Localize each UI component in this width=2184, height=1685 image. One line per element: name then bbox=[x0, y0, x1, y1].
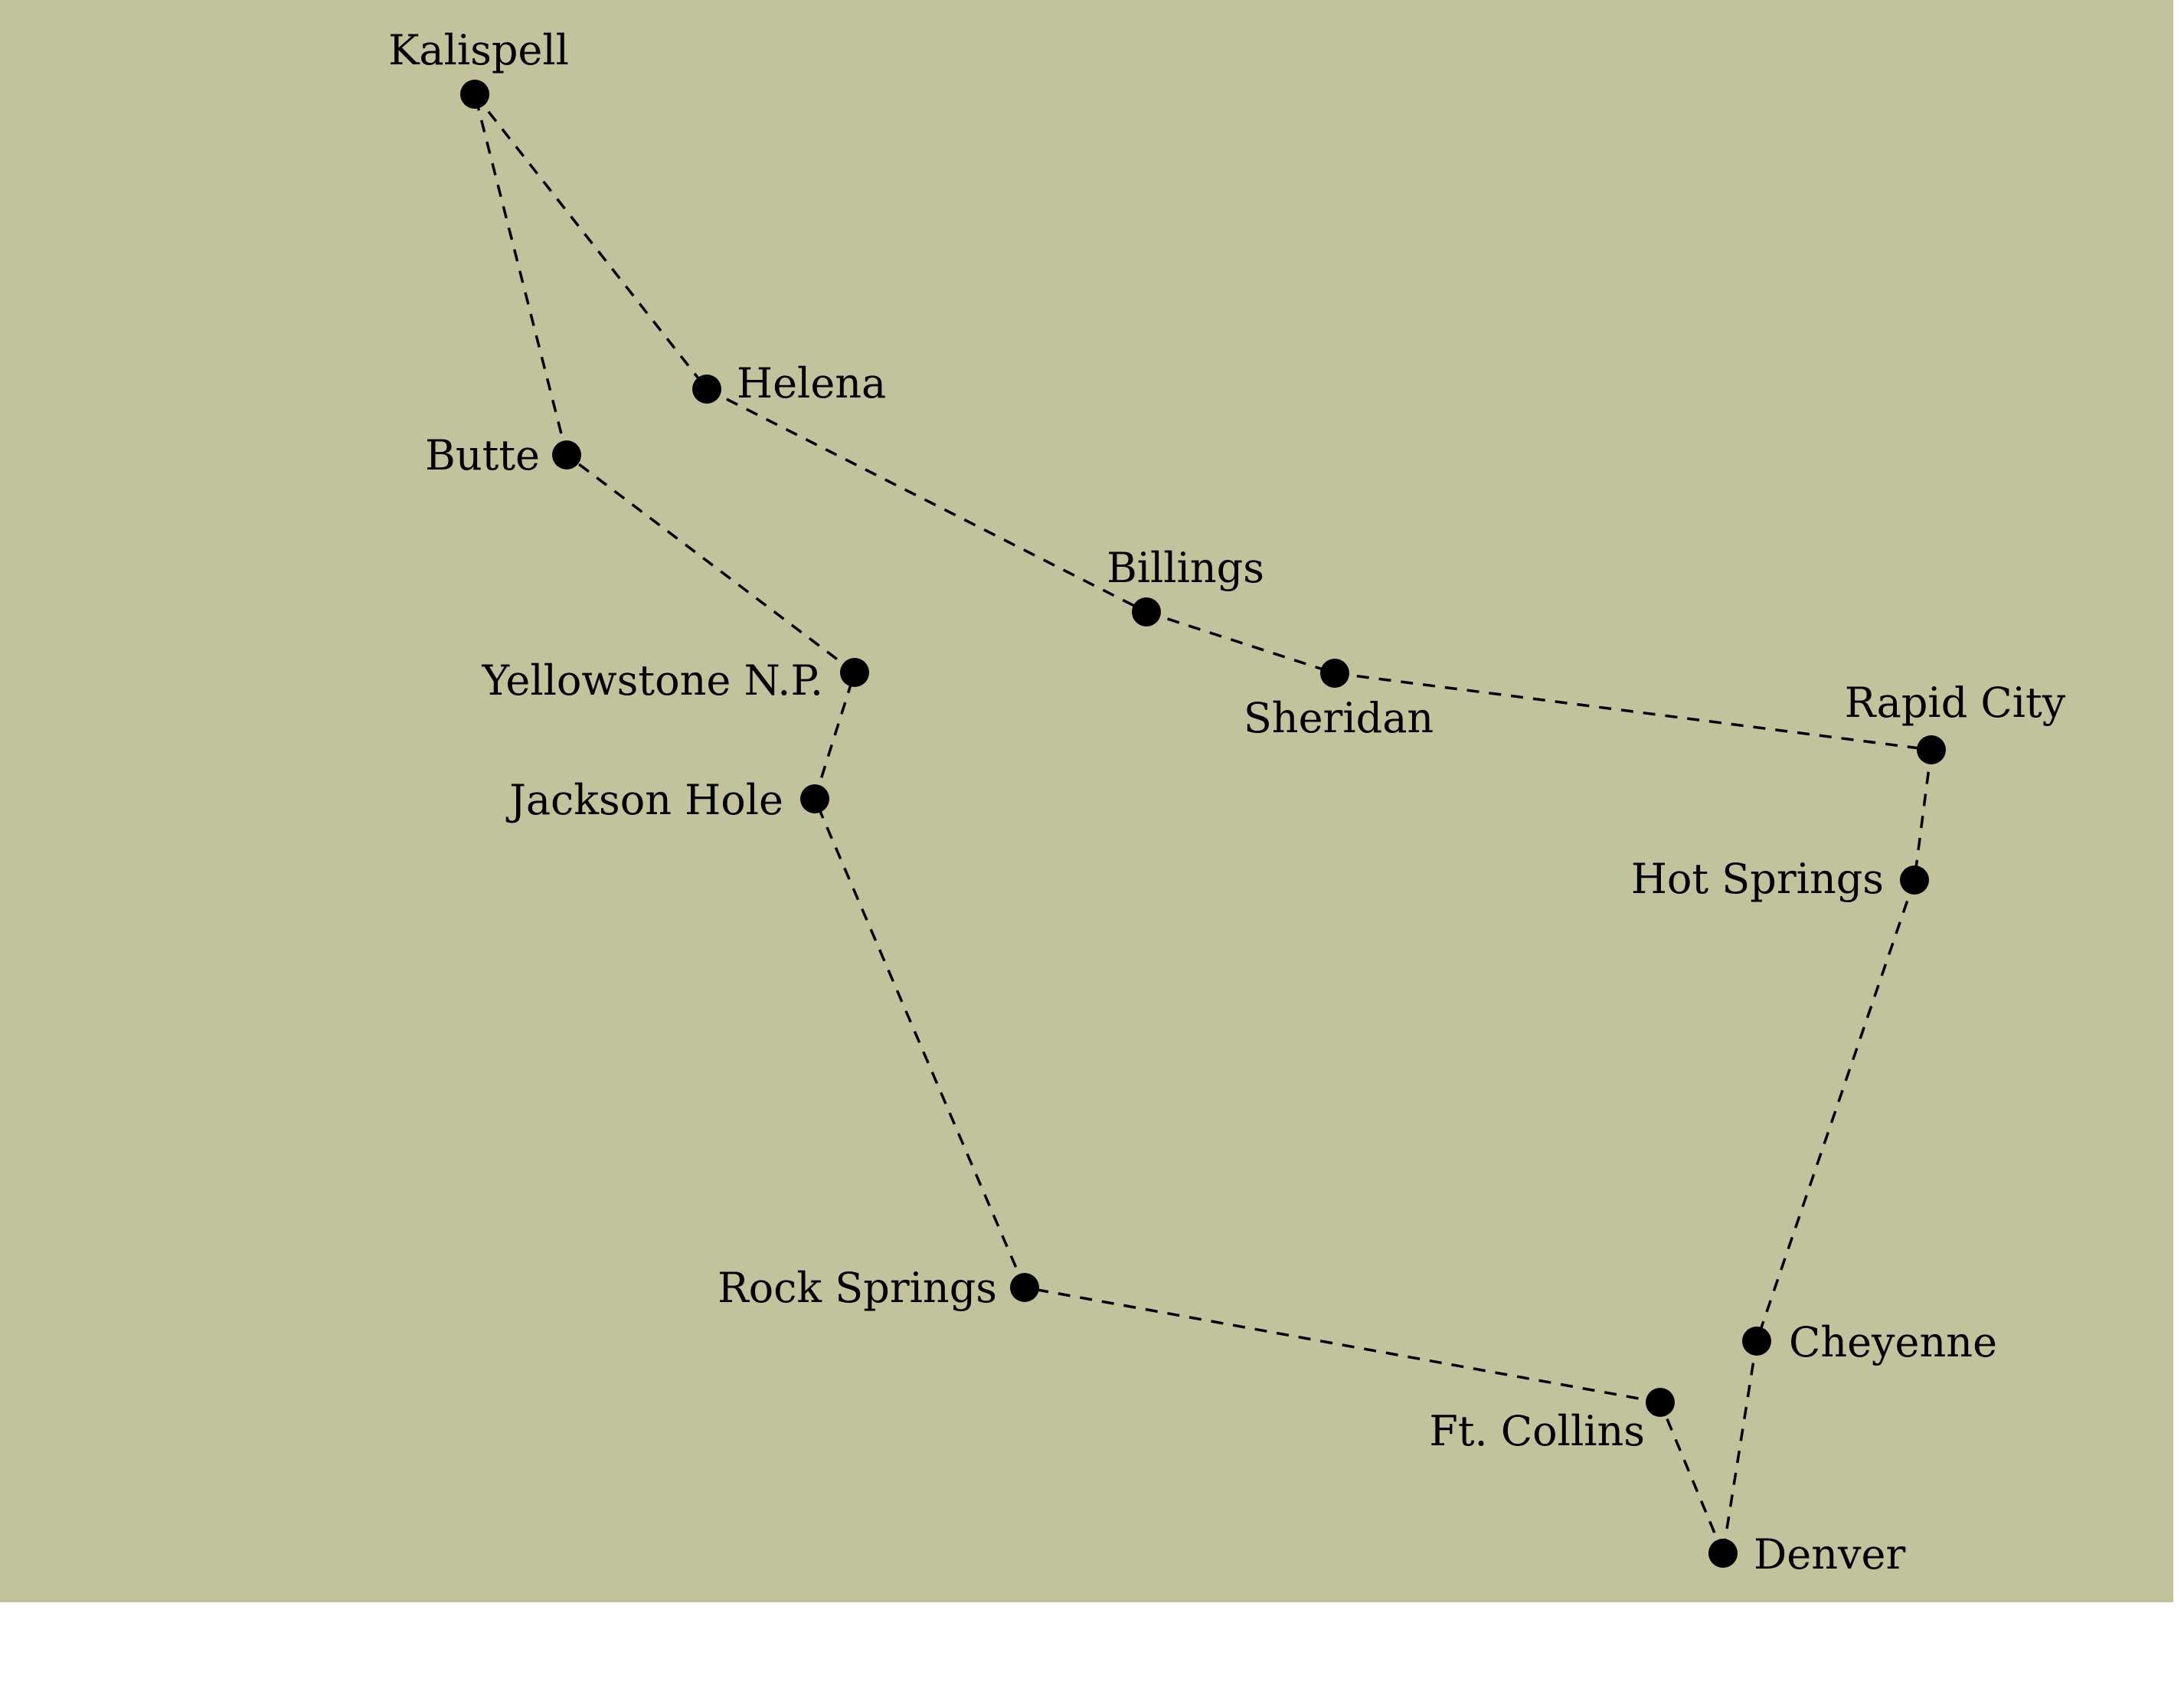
city-label-sheridan: Sheridan bbox=[1244, 694, 1434, 742]
route-segment-helena-to-billings bbox=[706, 388, 1147, 613]
city-marker-denver bbox=[1708, 1539, 1738, 1568]
route-segment-butte-to-kalispell bbox=[473, 93, 568, 456]
city-label-billings: Billings bbox=[1107, 544, 1264, 592]
city-label-rapid-city: Rapid City bbox=[1845, 679, 2066, 727]
city-marker-helena bbox=[692, 375, 721, 404]
city-marker-cheyenne bbox=[1742, 1327, 1771, 1356]
city-labels: KalispellHelenaButteBillingsYellowstone … bbox=[388, 26, 2066, 1579]
route-lines bbox=[473, 93, 1933, 1554]
city-marker-sheridan bbox=[1320, 659, 1349, 688]
city-label-yellowstone: Yellowstone N.P. bbox=[481, 656, 823, 705]
city-marker-butte bbox=[552, 440, 581, 470]
route-segment-denver-to-ft-collins bbox=[1659, 1402, 1725, 1554]
city-label-butte: Butte bbox=[425, 431, 540, 479]
city-marker-jackson-hole bbox=[800, 784, 829, 813]
route-segment-kalispell-to-helena bbox=[473, 93, 708, 391]
city-label-kalispell: Kalispell bbox=[388, 26, 569, 74]
route-segment-hot-springs-to-cheyenne bbox=[1755, 879, 1916, 1342]
city-marker-rock-springs bbox=[1010, 1273, 1039, 1302]
city-label-jackson-hole: Jackson Hole bbox=[505, 776, 783, 824]
route-segment-ft-collins-to-rock-springs bbox=[1024, 1286, 1661, 1404]
city-label-ft-collins: Ft. Collins bbox=[1429, 1407, 1645, 1455]
route-segment-cheyenne-to-denver bbox=[1721, 1340, 1758, 1554]
city-label-helena: Helena bbox=[737, 359, 886, 407]
city-marker-yellowstone bbox=[840, 658, 869, 687]
city-marker-ft-collins bbox=[1646, 1388, 1675, 1417]
city-marker-hot-springs bbox=[1900, 865, 1929, 895]
city-label-cheyenne: Cheyenne bbox=[1789, 1318, 1997, 1366]
city-label-denver: Denver bbox=[1754, 1530, 1905, 1579]
city-markers bbox=[460, 80, 1946, 1568]
route-segment-sheridan-to-rapid-city bbox=[1334, 672, 1932, 751]
city-marker-rapid-city bbox=[1917, 735, 1946, 764]
map-background bbox=[0, 0, 2173, 1602]
city-label-hot-springs: Hot Springs bbox=[1631, 855, 1884, 903]
route-segment-yellowstone-to-butte bbox=[565, 453, 856, 674]
city-marker-kalispell bbox=[460, 80, 489, 109]
city-label-rock-springs: Rock Springs bbox=[718, 1264, 997, 1312]
route-segment-billings-to-sheridan bbox=[1146, 610, 1336, 675]
city-marker-billings bbox=[1132, 597, 1161, 627]
